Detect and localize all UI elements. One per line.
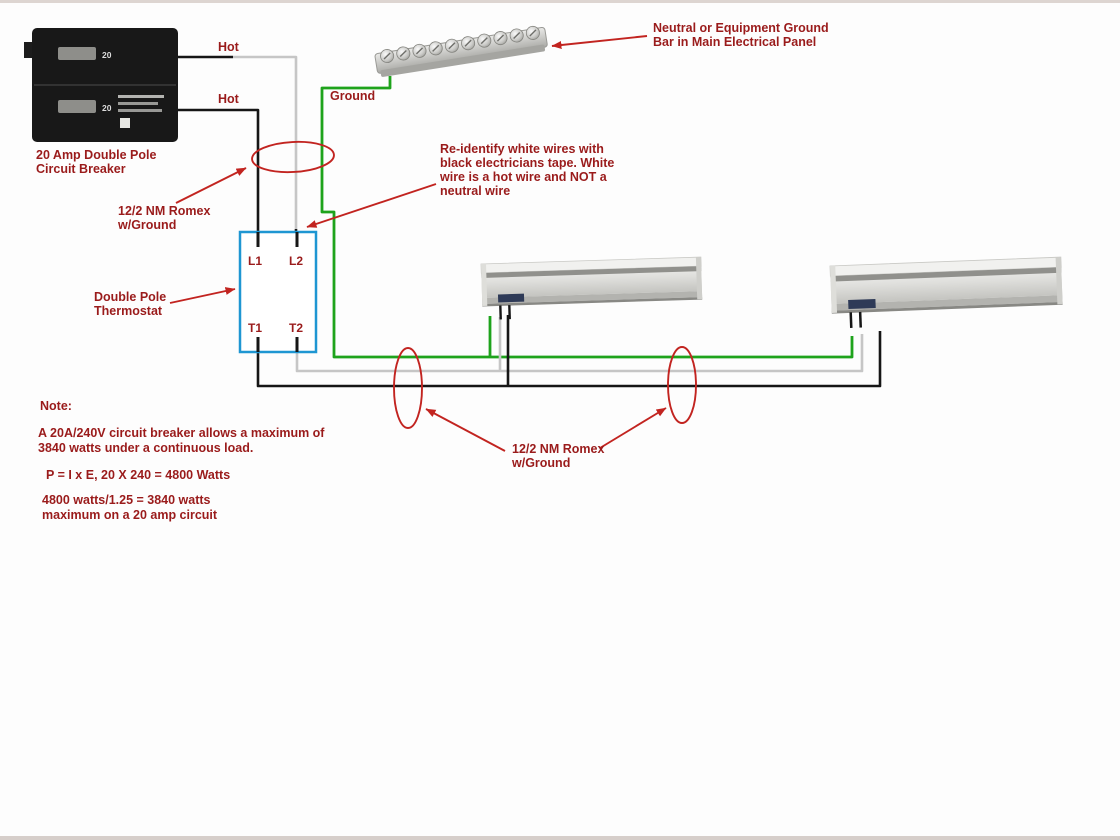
reidentify-caption-line3: wire is a hot wire and NOT a	[439, 170, 608, 184]
ground-bar	[374, 25, 548, 77]
cable-ellipse-breaker	[251, 140, 335, 174]
note-line-1: A 20A/240V circuit breaker allows a maxi…	[38, 426, 325, 440]
note-line-2: 3840 watts under a continuous load.	[38, 441, 253, 455]
cable-ellipse-run1	[393, 347, 423, 429]
circuit-breaker: 20 20	[24, 28, 178, 142]
wiring	[178, 55, 882, 388]
romex-bottom-caption-line2: w/Ground	[511, 456, 570, 470]
arrow-romex-left	[175, 167, 247, 204]
arrow-romex-run1	[425, 408, 506, 452]
reidentify-caption-line2: black electricians tape. White	[440, 156, 614, 170]
thermostat-body	[238, 230, 318, 354]
ground-bar-base	[380, 44, 546, 77]
breaker-spec-line	[118, 102, 158, 105]
terminal-label-t1: T1	[248, 321, 262, 335]
ground-bar-caption-line2: Bar in Main Electrical Panel	[653, 35, 816, 49]
breaker-logo-square	[120, 118, 130, 128]
note-line-3: P = I x E, 20 X 240 = 4800 Watts	[46, 468, 230, 482]
reidentify-caption-line1: Re-identify white wires with	[440, 142, 604, 156]
arrow-romex-run2	[599, 407, 667, 449]
wire-hot2-black	[178, 108, 260, 244]
ground-label: Ground	[330, 89, 375, 103]
breaker-caption-line2: Circuit Breaker	[36, 162, 126, 176]
breaker-spec-line	[118, 109, 162, 112]
romex-left-caption-line1: 12/2 NM Romex	[118, 204, 210, 218]
top-edge-band	[0, 0, 1120, 3]
terminal-screws	[380, 25, 540, 64]
baseboard-heater-1	[479, 255, 704, 322]
arrow-ground-bar	[551, 35, 648, 49]
breaker-toggle-top	[58, 47, 96, 60]
note-heading: Note:	[40, 399, 72, 413]
romex-bottom-caption-line1: 12/2 NM Romex	[512, 442, 604, 456]
thermostat: L1 L2 T1 T2	[238, 230, 318, 354]
terminal-label-l1: L1	[248, 254, 262, 268]
arrow-reidentify	[306, 183, 437, 228]
terminal-label-l2: L2	[289, 254, 303, 268]
baseboard-heater-2	[828, 255, 1065, 331]
cable-ellipse-run2	[667, 346, 697, 424]
callouts	[169, 35, 697, 452]
hot-label-bottom: Hot	[218, 92, 240, 106]
breaker-toggle-bottom	[58, 100, 96, 113]
reidentify-caption-line4: neutral wire	[440, 184, 510, 198]
arrow-thermostat	[169, 287, 236, 304]
hot-label-top: Hot	[218, 40, 240, 54]
breaker-amp-top: 20	[102, 50, 112, 60]
bottom-edge-band	[0, 836, 1120, 840]
note-line-5: maximum on a 20 amp circuit	[42, 508, 218, 522]
annotations: Hot Hot Ground Neutral or Equipment Grou…	[36, 21, 829, 522]
wire-load-white	[295, 334, 864, 373]
thermostat-caption-line1: Double Pole	[94, 290, 166, 304]
wire-ground-main	[320, 76, 854, 359]
note-line-4: 4800 watts/1.25 = 3840 watts	[42, 493, 211, 507]
thermostat-caption-line2: Thermostat	[94, 304, 163, 318]
ground-bar-caption-line1: Neutral or Equipment Ground	[653, 21, 829, 35]
romex-left-caption-line2: w/Ground	[117, 218, 176, 232]
breaker-spec-line	[118, 95, 164, 98]
wire-load-black	[256, 331, 882, 388]
breaker-caption-line1: 20 Amp Double Pole	[36, 148, 156, 162]
breaker-amp-bottom: 20	[102, 103, 112, 113]
terminal-label-t2: T2	[289, 321, 303, 335]
